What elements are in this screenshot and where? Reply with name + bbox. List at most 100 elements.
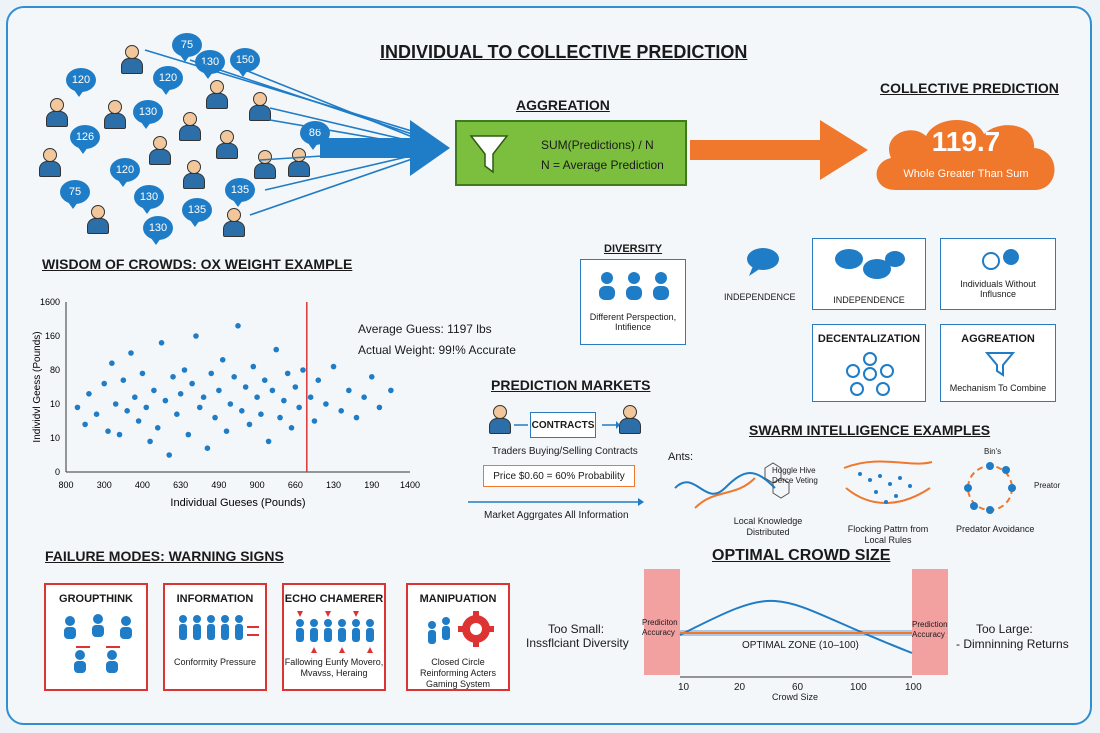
conversation-icon xyxy=(835,249,905,279)
scatter-point xyxy=(288,425,295,431)
scatter-point xyxy=(219,357,226,363)
scatter-point xyxy=(196,404,203,411)
scatter-point xyxy=(273,346,280,353)
person-icon xyxy=(222,208,245,237)
scatter-point xyxy=(261,377,268,383)
individuals-caption: Individuals Without Influsnce xyxy=(960,279,1036,299)
scatter-point xyxy=(388,387,394,394)
x-axis-label: Individual Gueses (Pounds) xyxy=(170,497,305,509)
person-icon xyxy=(38,148,61,177)
scatter-point xyxy=(246,421,253,428)
person-icon xyxy=(178,112,201,141)
failure-groupthink: GROUPTHINK xyxy=(44,583,148,691)
scatter-point xyxy=(147,438,153,445)
scatter-point xyxy=(250,363,257,370)
failure-desc: Closed Circle Reinforming Acters Gaming … xyxy=(419,657,497,689)
scatter-point xyxy=(300,367,306,373)
birds-label: Bin's xyxy=(984,447,1002,456)
scatter-point xyxy=(353,414,360,421)
prediction-bubble: 130 xyxy=(143,216,173,245)
collective-heading: COLLECTIVE PREDICTION xyxy=(880,80,1059,96)
scatter-point xyxy=(208,370,215,377)
scatter-point xyxy=(292,384,299,390)
scatter-point xyxy=(109,360,115,366)
markets-heading: PREDICTION MARKETS xyxy=(491,377,651,393)
too-large-label: Too Large: xyxy=(976,622,1033,636)
failure-title: MANIPUATION xyxy=(419,593,497,605)
scatter-point xyxy=(265,438,272,445)
person-icon xyxy=(205,80,228,109)
scatter-point xyxy=(235,323,241,329)
scatter-point xyxy=(135,418,142,424)
crowd-xlabel: Crowd Size xyxy=(772,692,819,702)
aggregation-formula-2: N = Average Prediction xyxy=(541,158,664,172)
hive-label: Hoggle Hive Derce Veting xyxy=(772,466,818,485)
scatter-point xyxy=(338,408,345,414)
decentralization-heading: DECENTALIZATION xyxy=(817,333,921,345)
person-icon xyxy=(45,98,68,127)
scatter-point xyxy=(281,397,287,404)
too-small-desc: Inssflciant Diversity xyxy=(526,636,629,650)
prediction-bubble: 120 xyxy=(110,158,140,187)
scatter-point xyxy=(170,374,176,380)
scatter-point xyxy=(158,340,165,346)
left-band-label: Prediciton Accuracy xyxy=(642,618,678,637)
scatter-point xyxy=(105,428,111,434)
x-tick-label: 490 xyxy=(211,480,226,490)
scatter-point xyxy=(361,394,367,400)
scatter-point xyxy=(193,333,199,339)
x-tick-label: 300 xyxy=(97,480,112,490)
scatter-point xyxy=(101,380,108,387)
prediction-bubble: 120 xyxy=(153,66,183,95)
prediction-bubble: 130 xyxy=(134,185,164,214)
chat-bubble-icon xyxy=(747,248,779,276)
x-tick-label: 400 xyxy=(135,480,150,490)
market-line xyxy=(468,498,644,506)
x-tick-label: 190 xyxy=(364,480,379,490)
local-knowledge-label: Local Knowledge Distributed xyxy=(733,516,803,537)
scatter-point xyxy=(128,350,134,356)
swarm-heading: SWARM INTELLIGENCE EXAMPLES xyxy=(749,422,991,438)
predator-avoidance-label: Predator Avoidance xyxy=(956,524,1035,534)
failure-heading: FAILURE MODES: WARNING SIGNS xyxy=(45,548,284,564)
group-people-icon xyxy=(64,614,132,673)
flock-icon xyxy=(843,460,933,504)
collective-value: 119.7 xyxy=(931,126,1001,157)
scatter-point xyxy=(239,408,245,414)
scatter-point xyxy=(82,421,88,428)
individuals-icon xyxy=(982,249,1019,270)
ant-trail-icon xyxy=(674,462,790,509)
scatter-point xyxy=(254,394,260,400)
scatter-point xyxy=(174,411,180,417)
scatter-point xyxy=(284,370,291,377)
crowd-tick: 100 xyxy=(850,682,867,693)
markets-traders: Traders Buying/Selling Contracts xyxy=(492,446,638,457)
trader-icon xyxy=(488,405,511,434)
scatter-point xyxy=(212,414,218,421)
ox-actual: Actual Weight: 99!% Accurate xyxy=(358,343,516,357)
prediction-bubble: 75 xyxy=(60,180,90,209)
scatter-point xyxy=(200,394,207,400)
scatter-point xyxy=(311,418,318,424)
aggregation-box: SUM(Predictions) / N N = Average Predict… xyxy=(455,120,687,186)
y-tick-label: 10 xyxy=(50,433,60,443)
too-large-desc: - Dimninning Returns xyxy=(956,637,1069,651)
scatter-point xyxy=(185,431,192,438)
scatter-point xyxy=(74,404,81,411)
scatter-point xyxy=(116,431,123,438)
aggregation-principle-heading: AGGREATION xyxy=(961,333,1035,345)
contract-arrows xyxy=(514,421,620,429)
collective-subtitle: Whole Greater Than Sum xyxy=(903,168,1029,180)
person-icon xyxy=(120,45,143,74)
prediction-bubble: 75 xyxy=(172,33,202,62)
x-tick-label: 1400 xyxy=(400,480,420,490)
scatter-point xyxy=(143,404,150,411)
person-icon xyxy=(248,92,271,121)
aggregation-principle-box: AGGREATION Mechanism To Combine xyxy=(940,324,1056,402)
failure-desc: Fallowing Eunfy Movero, Mvavss, Heraing xyxy=(284,657,384,678)
markets-price: Price $0.60 = 60% Probability xyxy=(483,465,635,487)
too-small-label: Too Small: xyxy=(548,622,605,636)
x-tick-label: 660 xyxy=(288,480,303,490)
flock-label: Flocking Pattrn from Local Rules xyxy=(847,524,929,545)
funnel-icon xyxy=(469,135,509,174)
